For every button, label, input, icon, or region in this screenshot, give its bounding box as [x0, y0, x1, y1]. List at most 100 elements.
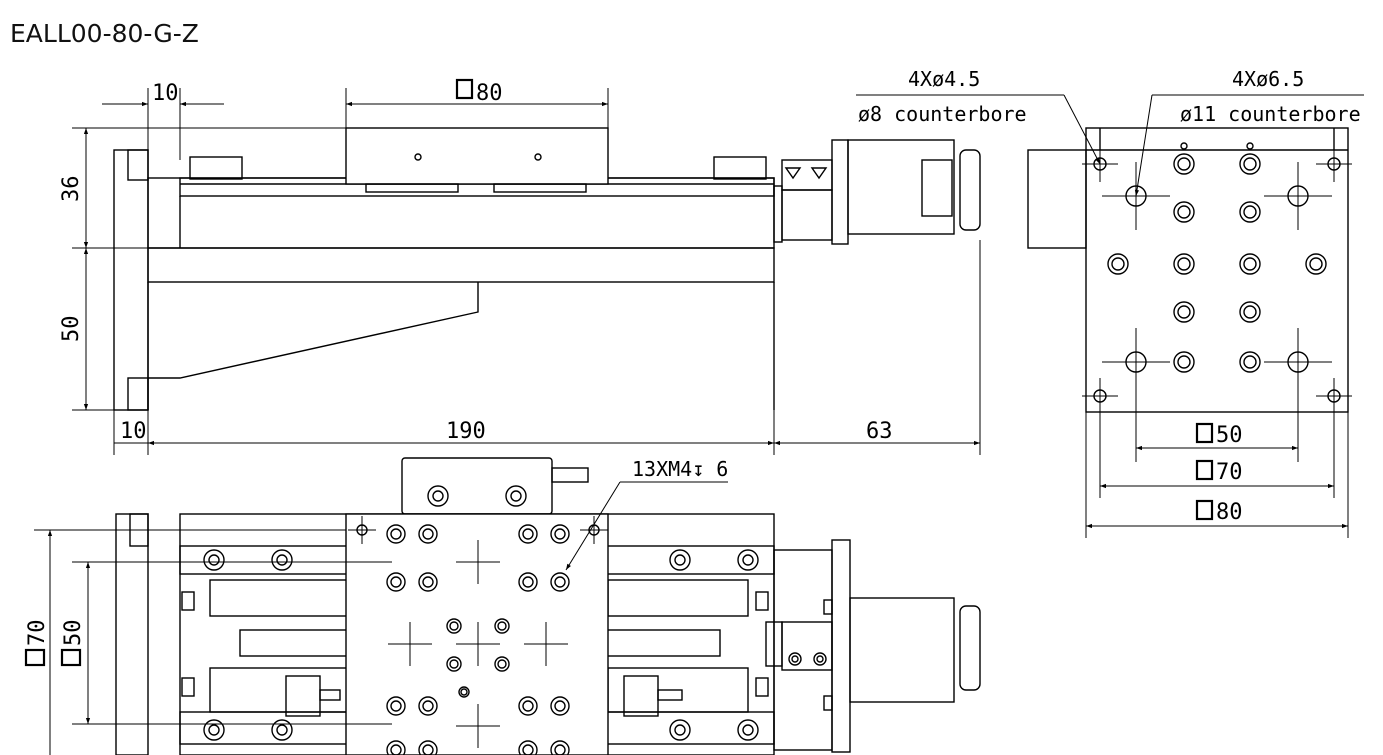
- tapped-hole-inner: [497, 659, 507, 669]
- tapped-hole: [518, 572, 538, 592]
- dim-square-80-right: 80: [1216, 500, 1243, 525]
- tapped-hole-inner: [449, 621, 459, 631]
- tapped-hole-inner: [422, 528, 434, 540]
- end-view-plate: [1085, 127, 1349, 413]
- tapped-hole-inner: [390, 744, 402, 755]
- center-hole: [458, 686, 470, 698]
- tapped-hole: [550, 524, 570, 544]
- tapped-hole: [418, 696, 438, 716]
- slide-body: [147, 177, 775, 249]
- counterbored-hole: [1239, 153, 1261, 175]
- dim-height-50: 50: [59, 316, 84, 343]
- note-tapped-holes: 13XM4↧ 6: [632, 457, 728, 481]
- tapped-hole-inner: [390, 528, 402, 540]
- tapped-hole: [550, 740, 570, 755]
- dim-length-63: 63: [866, 419, 893, 444]
- rail-bolt: [737, 719, 759, 741]
- counterbored-hole-inner: [1177, 355, 1191, 369]
- counterbored-hole-inner: [1243, 157, 1257, 171]
- rail-bolt-inner: [276, 554, 288, 566]
- counterbored-hole: [1173, 153, 1195, 175]
- counterbored-hole-inner: [1309, 257, 1323, 271]
- tapped-hole: [518, 524, 538, 544]
- dim-square-50-right: 50: [1216, 423, 1243, 448]
- rail-bolt-inner: [674, 554, 686, 566]
- through-hole: [1327, 389, 1341, 403]
- counterbored-hole: [1107, 253, 1129, 275]
- end-plate: [113, 149, 149, 411]
- counterbored-hole: [1239, 201, 1261, 223]
- tapped-hole: [418, 524, 438, 544]
- stepper-motor: [847, 139, 955, 235]
- tapped-hole-inner: [522, 576, 534, 588]
- top-view-holes: [203, 516, 759, 755]
- note-large-cbore: ø11 counterbore: [1180, 102, 1361, 126]
- counterbored-hole: [1173, 201, 1195, 223]
- counterbored-hole-inner: [1243, 305, 1257, 319]
- tapped-hole-inner: [522, 700, 534, 712]
- counterbored-hole: [1173, 301, 1195, 323]
- tapped-hole-inner: [422, 700, 434, 712]
- dim-square-80-top: 80: [476, 81, 503, 106]
- end-view: [1027, 127, 1352, 414]
- tapped-hole-inner: [554, 576, 566, 588]
- tapped-hole: [518, 740, 538, 755]
- rail-bolt-inner: [674, 724, 686, 736]
- rail-bolt: [737, 549, 759, 571]
- dim-10-bottom: 10: [120, 419, 147, 444]
- tapped-hole-inner: [554, 744, 566, 755]
- tapped-hole-inner: [422, 744, 434, 755]
- dim-square-50-left: 50: [61, 620, 86, 647]
- dim-square-70-left: 70: [25, 620, 50, 647]
- counterbored-hole-inner: [1243, 355, 1257, 369]
- counterbored-hole: [1173, 253, 1195, 275]
- tapped-hole-inner: [497, 621, 507, 631]
- through-hole: [1327, 157, 1341, 171]
- tapped-hole-inner: [390, 576, 402, 588]
- counterbored-hole: [1239, 301, 1261, 323]
- motor-flange: [831, 139, 849, 245]
- tapped-hole-inner: [449, 659, 459, 669]
- counterbored-hole: [1239, 351, 1261, 373]
- top-view-dimensions: 70 50 13XM4↧ 6: [24, 457, 728, 755]
- side-view-dimensions: 10 80 36 50 10 190 63: [59, 78, 981, 455]
- rail-bolt-inner: [208, 724, 220, 736]
- counterbored-hole-inner: [1177, 305, 1191, 319]
- rail-bolt: [203, 719, 225, 741]
- through-hole: [1287, 185, 1309, 207]
- tapped-hole-inner: [522, 528, 534, 540]
- rail-bolt: [271, 549, 293, 571]
- through-hole: [1125, 185, 1147, 207]
- tapped-hole: [446, 618, 462, 634]
- counterbored-hole-inner: [1177, 157, 1191, 171]
- through-hole: [1093, 157, 1107, 171]
- counterbored-hole-inner: [1111, 257, 1125, 271]
- dim-square-70-right: 70: [1216, 460, 1243, 485]
- through-hole: [1125, 351, 1147, 373]
- tapped-hole-inner: [390, 700, 402, 712]
- rail-bolt: [271, 719, 293, 741]
- counterbored-hole-inner: [1243, 205, 1257, 219]
- counterbored-hole-inner: [1243, 257, 1257, 271]
- pin-hole: [1180, 142, 1188, 150]
- end-view-dimensions: 50 70 80: [1085, 376, 1349, 538]
- tapped-hole: [494, 618, 510, 634]
- note-large-holes: 4Xø6.5: [1232, 67, 1304, 91]
- tapped-hole: [550, 572, 570, 592]
- dim-height-36: 36: [59, 176, 84, 203]
- tapped-hole: [418, 572, 438, 592]
- counterbored-hole: [1173, 351, 1195, 373]
- tapped-hole-inner: [554, 528, 566, 540]
- dim-10-top: 10: [152, 81, 179, 106]
- rail-bolt: [203, 549, 225, 571]
- tapped-hole: [386, 524, 406, 544]
- carriage: [345, 127, 609, 185]
- top-view-carriage: [345, 513, 609, 755]
- rail-bolt-inner: [208, 554, 220, 566]
- tapped-hole-inner: [554, 700, 566, 712]
- through-hole: [1287, 351, 1309, 373]
- tapped-hole: [418, 740, 438, 755]
- through-hole: [356, 524, 368, 536]
- counterbored-hole: [1305, 253, 1327, 275]
